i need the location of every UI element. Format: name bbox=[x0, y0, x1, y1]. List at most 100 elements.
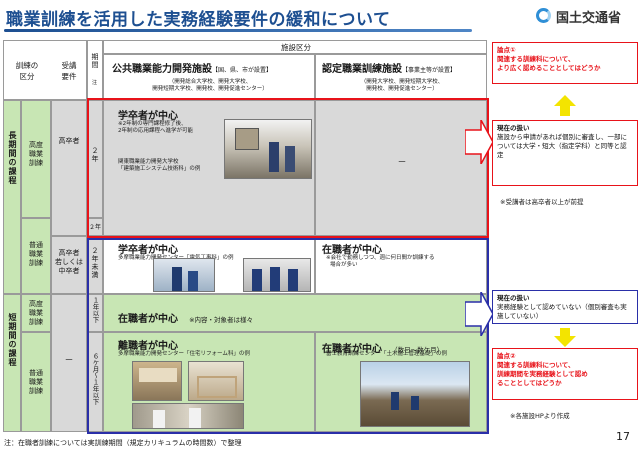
current1-title: 現在の扱い bbox=[497, 124, 530, 132]
row1-certified: － bbox=[315, 100, 487, 236]
row4-cert-photo bbox=[360, 361, 470, 427]
certified-facility-sub1: （開発大学校、開発短期大学校、 bbox=[360, 79, 444, 85]
row1-label: 学卒者が中心 bbox=[118, 111, 178, 122]
ministry-name: 国土交通省 bbox=[556, 11, 622, 26]
point2-body: 関連する訓練科について、 訓練期間を実務経験として認め ることとしてはどうか bbox=[497, 361, 588, 387]
current2-body: 実務経験として認めていない（個別審査も実施していない） bbox=[497, 303, 627, 320]
short-term-cell: 短期間の課程 bbox=[3, 294, 21, 432]
point1-body: 関連する訓練科について、 より広く認めることとしてはどうか bbox=[497, 55, 601, 72]
row4-cert-label: 在職者が中心 bbox=[322, 344, 382, 355]
req-hs-cell: 高卒者 bbox=[51, 100, 87, 236]
period-2y: ２年 bbox=[91, 147, 99, 163]
page-title: 職業訓練を活用した実務経験要件の緩和について bbox=[6, 10, 391, 30]
short-term-label: 短期間の課程 bbox=[8, 313, 17, 367]
arrow-down-stem bbox=[560, 328, 570, 336]
period-under2y: ２年未満 bbox=[91, 247, 99, 279]
req-hs-label: 高卒者 bbox=[58, 137, 80, 145]
req-hs-jh-cell: 高卒者 若しくは 中卒者 bbox=[51, 236, 87, 294]
row2-cert-note1: ※会社で勤務しつつ、週に何日間か訓練する bbox=[326, 255, 435, 261]
public-facility-sub2: 開発短期大学校、開発校、開発促進センター） bbox=[152, 86, 268, 92]
period-note-mark: 注 bbox=[92, 80, 98, 86]
row4-example: 多摩職業能力開発センター「住宅リフォーム科」の例 bbox=[118, 351, 250, 357]
title-underline bbox=[4, 29, 472, 32]
row4-label: 離職者が中心 bbox=[118, 341, 178, 352]
general-short-cell: 普通 職業 訓練 bbox=[21, 332, 51, 432]
red-highlight-box bbox=[87, 98, 489, 238]
current1-note: ※受講者は高卒者以上が前提 bbox=[500, 198, 584, 206]
row4-photo-2 bbox=[188, 361, 244, 401]
page-number: 17 bbox=[616, 430, 630, 443]
source-note: ※各施設HPより作成 bbox=[510, 412, 570, 420]
public-facility-title: 公共職業能力開発施設 bbox=[112, 64, 212, 75]
current1-body: 施設から申請があれば個別に審査し、一部については大学・短大（指定学科）と同等と認… bbox=[497, 133, 627, 159]
certified-facility-title: 認定職業訓練施設 bbox=[322, 64, 402, 75]
ministry-logo-icon bbox=[536, 8, 551, 23]
row1-example2: 「建築施工システム技術科」の例 bbox=[118, 166, 201, 172]
public-facility-header-cell: 公共職業能力開発施設【国、県、市が設置】 （開発総合大学校、開発大学校、 開発短… bbox=[103, 54, 315, 100]
general-long-label: 普通 職業 訓練 bbox=[29, 241, 43, 267]
row3-label: 在職者が中心 bbox=[118, 314, 178, 325]
row4-certified: 在職者が中心 （数日～数ケ月） 富士教育訓練センター「土木施工管理基礎」の例 bbox=[315, 332, 487, 432]
row2-cert-label: 在職者が中心 bbox=[322, 245, 382, 256]
row1-photo bbox=[224, 119, 312, 179]
certified-facility-suffix: 【事業主等が設置】 bbox=[402, 67, 457, 74]
advanced-long-label: 高度 職業 訓練 bbox=[29, 141, 43, 167]
row2-photo-2 bbox=[243, 258, 311, 292]
req-hs-jh-label: 高卒者 若しくは 中卒者 bbox=[55, 249, 83, 275]
row1-public: 学卒者が中心 ※2年制の専門課程修了後、 2年制の応用課程へ進学が可能 関東職業… bbox=[103, 100, 315, 236]
public-facility-sub1: （開発総合大学校、開発大学校、 bbox=[168, 79, 252, 85]
arrow-down-icon bbox=[554, 336, 576, 347]
facility-header-cell: 施設区分 bbox=[103, 40, 487, 54]
requirements-table: 長期間の課程 短期間の課程 高度 職業 訓練 普通 職業 訓練 高度 職業 訓練… bbox=[3, 40, 493, 434]
row3-combined: 在職者が中心 ※内容・対象者は様々 bbox=[103, 294, 487, 332]
row4-cert-period: （数日～数ケ月） bbox=[391, 346, 444, 354]
period-1y: １年以下 bbox=[91, 297, 99, 323]
long-term-cell: 長期間の課程 bbox=[3, 100, 21, 294]
row1-note1: ※2年制の専門課程修了後、 bbox=[118, 121, 187, 127]
point2-title: 論点② bbox=[497, 352, 516, 360]
training-type-header: 訓練の 区分 bbox=[15, 61, 39, 81]
row1-example1: 関東職業能力開発大学校 bbox=[118, 159, 179, 165]
point1-title: 論点① bbox=[497, 46, 516, 54]
req-none-cell: － bbox=[51, 294, 87, 432]
general-short-label: 普通 職業 訓練 bbox=[29, 369, 43, 395]
point2-box: 論点② 関連する訓練科について、 訓練期間を実務経験として認め ることとしてはど… bbox=[492, 348, 638, 400]
header-left bbox=[3, 40, 87, 100]
period-header: 期間 bbox=[91, 53, 99, 69]
period-2y-b: ２年 bbox=[89, 224, 102, 231]
period-1y-cell: １年以下 bbox=[87, 294, 103, 332]
current1-box: 現在の扱い 施設から申請があれば個別に審査し、一部については大学・短大（指定学科… bbox=[492, 120, 638, 186]
point1-box: 論点① 関連する訓練科について、 より広く認めることとしてはどうか bbox=[492, 42, 638, 84]
period-header-cell: 期間 注 bbox=[87, 40, 103, 100]
row1-certified-value: － bbox=[397, 158, 407, 168]
advanced-short-label: 高度 職業 訓練 bbox=[29, 300, 43, 326]
general-long-cell: 普通 職業 訓練 bbox=[21, 218, 51, 294]
row4-photo-1 bbox=[132, 361, 182, 401]
long-term-label: 長期間の課程 bbox=[8, 131, 17, 185]
footer-note: 注：在職者訓練については実訓練期間（規定カリキュラムの時間数）で整理 bbox=[4, 439, 242, 447]
period-2y-b-cell: ２年 bbox=[87, 218, 103, 236]
facility-header: 施設区分 bbox=[281, 43, 311, 52]
advanced-long-cell: 高度 職業 訓練 bbox=[21, 100, 51, 218]
row2-cert-note2: 場合が多い bbox=[330, 262, 358, 268]
period-6m1y: ６ケ月〜１年以下 bbox=[91, 353, 99, 405]
current2-title: 現在の扱い bbox=[497, 294, 530, 302]
row4-photo-3 bbox=[132, 403, 244, 429]
arrow-up-icon bbox=[554, 95, 576, 106]
row2-photo-1 bbox=[153, 258, 215, 292]
row2-label: 学卒者が中心 bbox=[118, 245, 178, 256]
arrow-right-icon bbox=[465, 120, 493, 164]
req-none-label: － bbox=[64, 356, 74, 366]
current2-box: 現在の扱い 実務経験として認めていない（個別審査も実施していない） bbox=[492, 290, 638, 324]
certified-facility-sub2: 開発校、開発促進センター） bbox=[366, 86, 438, 92]
row4-public: 離職者が中心 多摩職業能力開発センター「住宅リフォーム科」の例 bbox=[103, 332, 315, 432]
arrow-right-icon-2 bbox=[465, 292, 493, 336]
certified-facility-header-cell: 認定職業訓練施設【事業主等が設置】 （開発大学校、開発短期大学校、 開発校、開発… bbox=[315, 54, 487, 100]
row4-cert-example: 富士教育訓練センター「土木施工管理基礎」の例 bbox=[326, 351, 448, 357]
advanced-short-cell: 高度 職業 訓練 bbox=[21, 294, 51, 332]
public-facility-suffix: 【国、県、市が設置】 bbox=[212, 67, 273, 74]
blue-highlight-box bbox=[87, 238, 489, 434]
row1-note2: 2年制の応用課程へ進学が可能 bbox=[118, 128, 194, 134]
row2-certified: 在職者が中心 ※会社で勤務しつつ、週に何日間か訓練する 場合が多い bbox=[315, 236, 487, 294]
requirement-header: 受講 要件 bbox=[61, 61, 77, 81]
